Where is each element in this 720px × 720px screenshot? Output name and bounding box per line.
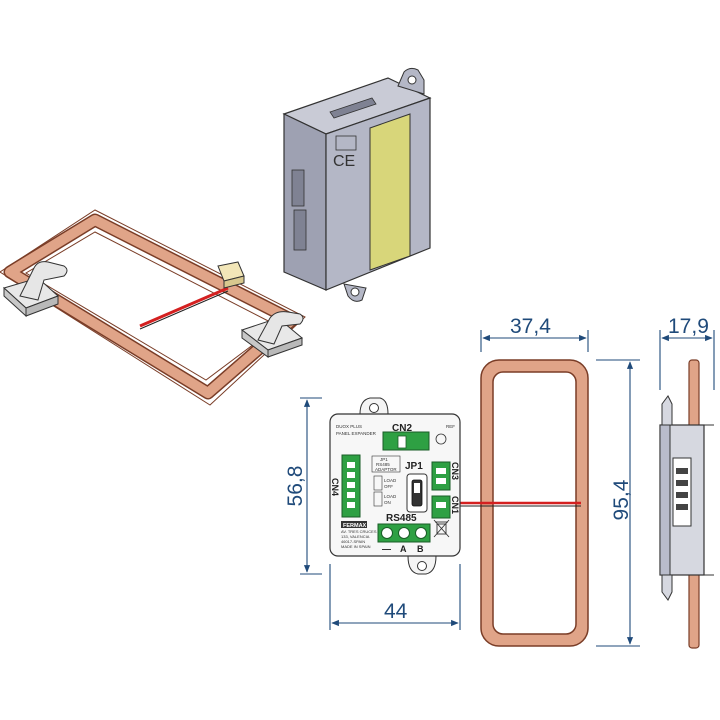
dim-side-thickness: 17,9 [668,315,709,338]
jp1-label: JP1 [405,461,423,472]
mounting-clip-left [3,261,68,318]
pcb-title-line2: PANEL EXPANDER [336,431,377,436]
pcb-front-view: CN2 DUOX PLUS PANEL EXPANDER REF CN4 JP1… [329,397,461,575]
dim-board-height: 56,8 [284,466,307,507]
connector-icon [217,261,245,289]
terminal-a: A [400,544,407,554]
load-off-2: OFF [384,484,393,489]
rs485-label: RS485 [386,513,417,524]
load-on-2: ON [384,500,391,505]
pcb-title-line1: DUOX PLUS [336,424,362,429]
cn2-label: CN2 [392,423,412,434]
cn1-label: CN1 [450,496,460,514]
cn4-label: CN4 [330,478,340,496]
housing-isometric: CE [282,67,432,302]
pcb-code: REF [446,424,455,429]
pcb-info1: AV. TRES CRUCES [341,529,377,534]
jp-label3: ADAPTOR [375,467,397,472]
dim-coil-height: 95,4 [610,479,633,520]
jp-label2: RS485 [376,462,390,467]
recycle-bin-crossed-icon [433,519,450,538]
ce-mark-icon: CE [333,153,355,170]
pcb-info2: 133, VALENCIA [341,534,370,539]
side-view [659,359,714,649]
mounting-clip-right [240,311,304,358]
dim-coil-width: 37,4 [510,315,551,338]
pcb-info4: MADE IN SPAIN [341,544,371,549]
dim-board-width: 44 [384,600,408,623]
load-off-1: LOAD [384,478,397,483]
load-on-1: LOAD [384,494,397,499]
pcb-info3: 46017-SPAIN [341,539,365,544]
coil-antenna-front [460,359,589,647]
terminal-b: B [417,544,424,554]
svg-text:CE: CE [333,153,355,170]
terminal-minus: — [382,544,391,554]
dimension-lines [300,330,715,647]
coil-antenna-isometric [0,209,306,406]
jp-label1: JP1 [380,457,388,462]
brand-logo: FERMAX [343,523,367,529]
cn3-label: CN3 [450,462,460,480]
